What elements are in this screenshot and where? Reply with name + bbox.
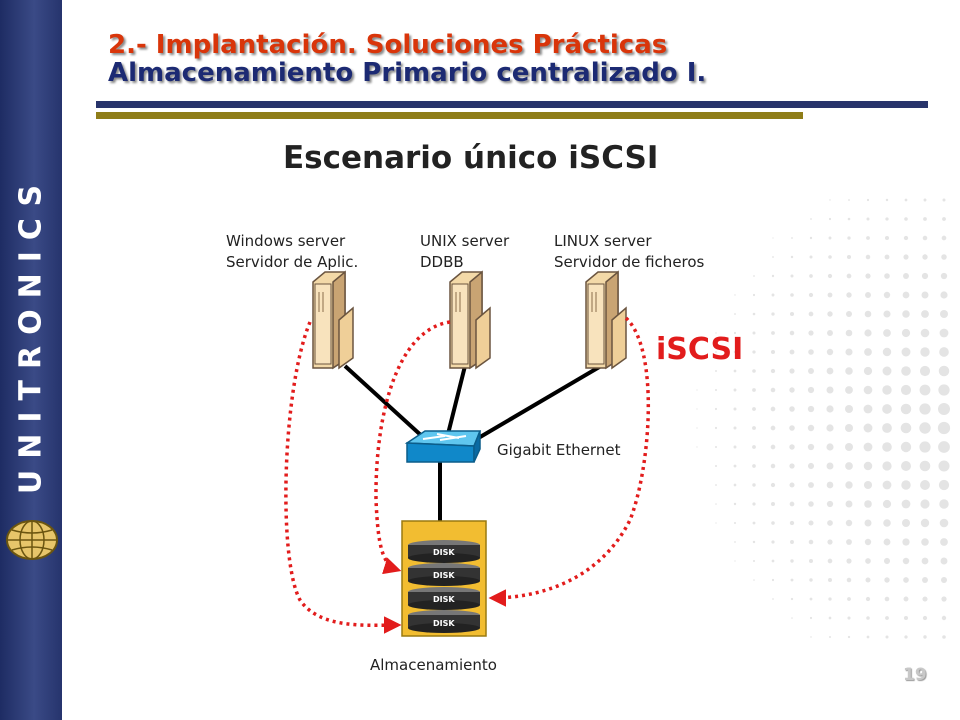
page-number: 19: [903, 665, 927, 685]
server-label-linux: LINUX server Servidor de ficheros: [554, 231, 704, 273]
disk-drive-icon: DISK: [408, 563, 480, 586]
switch-label: Gigabit Ethernet: [497, 441, 621, 459]
tower-server-icon: [585, 271, 627, 369]
network-switch-icon: [404, 430, 482, 463]
slide-title-line1: 2.- Implantación. Soluciones Prácticas: [108, 30, 668, 60]
disk-label: DISK: [433, 548, 455, 557]
disk-drive-icon: DISK: [408, 610, 480, 633]
tower-server-icon: [449, 271, 491, 369]
title-rule-navy: [96, 101, 928, 108]
server-role: DDBB: [420, 253, 464, 271]
storage-array-icon: DISK DISK DISK DISK: [401, 520, 487, 637]
tower-server-icon: [312, 271, 354, 369]
server-label-windows: Windows server Servidor de Aplic.: [226, 231, 358, 273]
disk-drive-icon: DISK: [408, 587, 480, 610]
server-name: LINUX server: [554, 232, 652, 250]
storage-label: Almacenamiento: [370, 656, 497, 674]
disk-drive-icon: DISK: [408, 540, 480, 563]
disk-label: DISK: [433, 619, 455, 628]
scenario-heading: Escenario único iSCSI: [283, 140, 659, 176]
server-label-unix: UNIX server DDBB: [420, 231, 509, 273]
link-unix-switch: [446, 365, 467, 435]
slide-title-line2: Almacenamiento Primario centralizado I.: [108, 58, 707, 88]
link-windows-switch: [343, 364, 426, 440]
decorative-dot-pattern: [696, 198, 951, 639]
server-name: UNIX server: [420, 232, 510, 250]
server-role: Servidor de Aplic.: [226, 253, 359, 271]
iscsi-path-unix: [374, 320, 451, 575]
server-role: Servidor de ficheros: [554, 253, 705, 271]
server-name: Windows server: [226, 232, 346, 250]
disk-label: DISK: [433, 571, 455, 580]
title-rule-olive: [96, 112, 803, 119]
disk-label: DISK: [433, 595, 455, 604]
globe-icon: [6, 520, 58, 560]
iscsi-path-windows: [284, 321, 402, 634]
sidebar-band: UNITRONICS: [0, 0, 62, 720]
link-linux-switch: [473, 364, 603, 442]
iscsi-label: iSCSI: [656, 332, 744, 367]
